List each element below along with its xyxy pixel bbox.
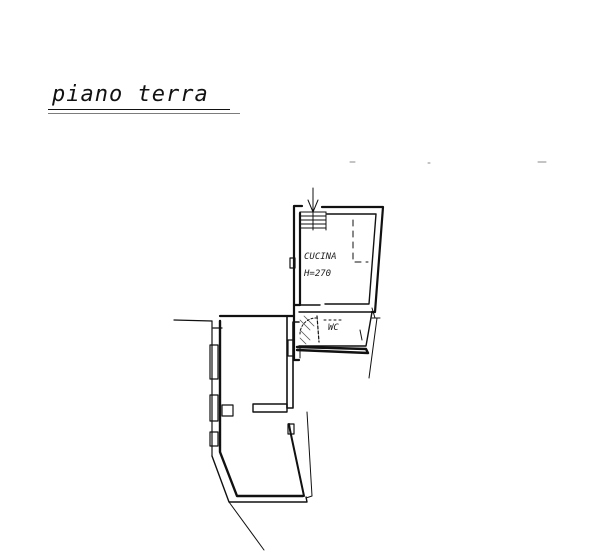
bathroom-label: WC	[328, 323, 339, 333]
scan-specks	[349, 161, 547, 164]
wc-door-swing	[299, 317, 317, 335]
window-jambs	[209, 339, 295, 447]
exterior-lines-right	[368, 307, 381, 379]
kitchen-height-label: H=270	[304, 269, 332, 279]
kitchen-stair	[299, 211, 327, 231]
bathroom-walls	[292, 303, 373, 362]
kitchen-label: CUCINA	[304, 252, 337, 262]
stairway-line	[228, 501, 265, 551]
title-underline	[48, 109, 230, 110]
entry-arrow	[307, 187, 319, 213]
title-underline-thin	[48, 113, 240, 114]
bathroom-hatch	[299, 315, 315, 345]
kitchen-counter-dashed	[352, 219, 369, 263]
floor-title: piano terra	[52, 82, 209, 107]
main-room-walls	[173, 314, 313, 503]
